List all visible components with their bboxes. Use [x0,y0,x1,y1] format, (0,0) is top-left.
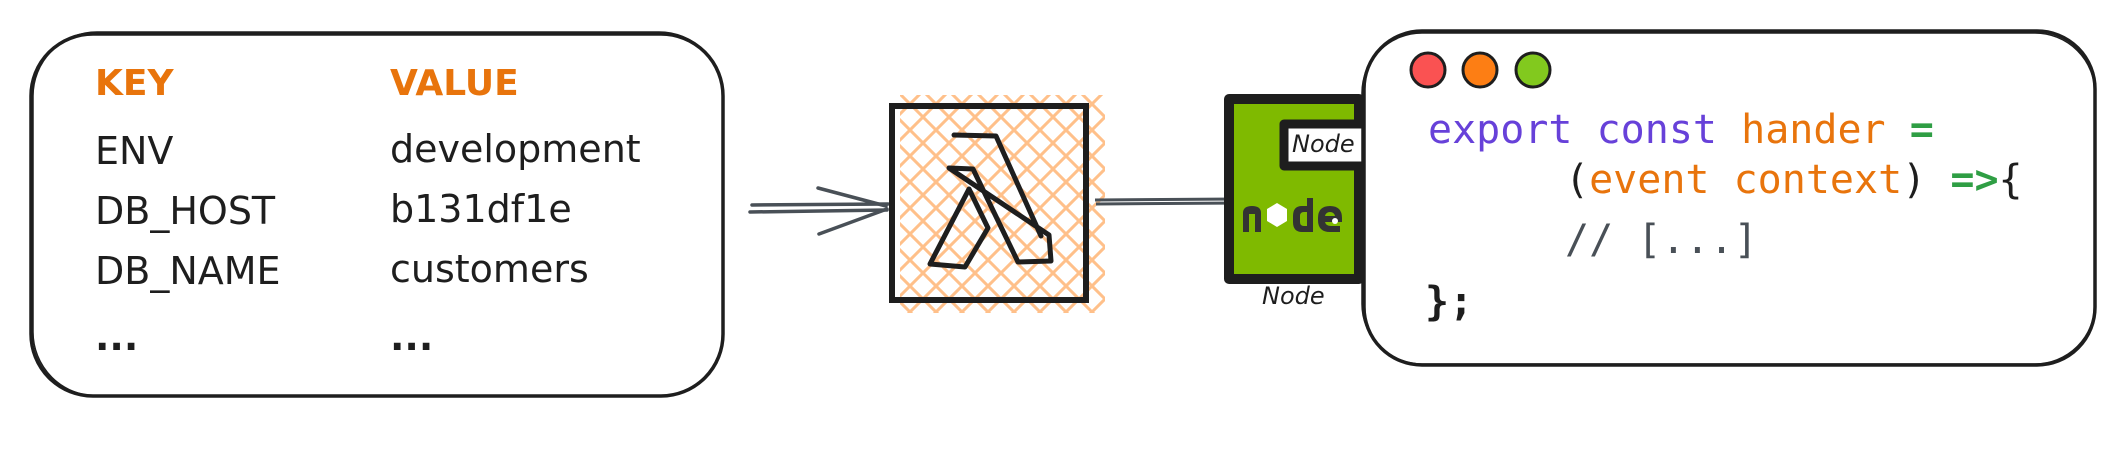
keyword-const: const [1596,107,1718,153]
node-runtime-box [1224,94,1377,284]
minimize-dot-icon [1461,51,1499,89]
env-box [29,31,725,398]
lambda-icon [927,132,1054,270]
paren-open: ( [1565,157,1590,203]
nodejs-logo-icon [1243,198,1342,232]
code-window [1361,29,2097,367]
node-badge-label: Node [1292,130,1355,158]
db-name-value: customers [390,247,589,291]
maximize-dot-icon [1514,51,1552,89]
connector-lambda-to-node [1094,197,1243,206]
db-host-value: b131df1e [390,187,572,231]
params: event context [1589,157,1903,203]
code-comment: // [...] [1565,217,1758,263]
operator-arrow: => [1950,157,1999,203]
paren-close: ) [1902,157,1927,203]
env-key: ENV [95,129,174,173]
node-caption: Node [1262,282,1325,310]
env-value: development [390,127,641,171]
db-host-key: DB_HOST [95,189,276,233]
key-header: KEY [95,63,174,104]
value-header: VALUE [390,63,519,104]
db-name-key: DB_NAME [95,249,281,293]
arrow-env-to-lambda [748,186,890,236]
code-line-1: export const hander = [1428,110,1934,150]
code-close: }; [1425,279,1474,325]
brace-open: { [1998,157,2023,203]
more-values-ellipsis: ... [390,315,434,359]
operator-assign: = [1909,107,1934,153]
more-keys-ellipsis: ... [95,315,139,359]
code-line-2: (event context) =>{ [1565,160,2023,200]
identifier-hander: hander [1741,107,1886,153]
window-dots [1409,51,1552,89]
close-dot-icon [1409,51,1447,89]
keyword-export: export [1428,107,1573,153]
